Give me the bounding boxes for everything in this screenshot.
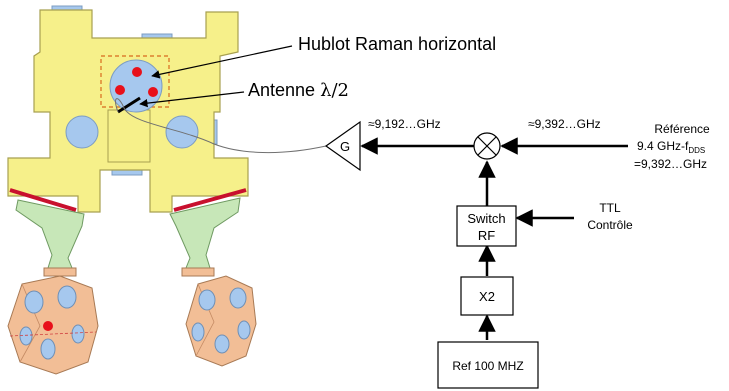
cell-right-window-1 [198,289,216,311]
cell-right-window-3 [191,322,205,342]
mixer-cross-b [477,136,497,156]
edge-right [173,188,247,212]
antenne-pointer [139,91,245,108]
red-dot-3 [148,87,158,97]
reference-line-3: =9,392…GHz [634,157,707,171]
reference-line-1: Référence [654,122,710,136]
red-dot-1 [132,67,142,77]
antenna-cable [115,98,327,154]
chamber-center-slot [107,109,151,163]
freq-out-label: ≈9,192…GHz [368,117,441,131]
cell-left-window-1 [24,290,44,314]
arm-right-neck [181,267,215,277]
cell-right-window-2 [229,287,247,309]
ref100-label: Ref 100 MHZ [452,359,523,373]
cell-left-window-2 [57,285,77,309]
antenna [117,96,141,114]
cell-left-window-3 [19,326,33,346]
ttl-label-1: TTL [599,201,621,215]
raman-window-highlight [100,55,170,108]
reference-line-2: 9.4 GHz-fDDS [637,139,705,155]
arm-right [169,197,241,269]
switch-rf-label-1: Switch [467,211,505,226]
reference-line-2-main: 9.4 GHz-f [637,139,689,153]
hublot-pointer [151,45,293,79]
switch-rf-label-2: RF [478,228,495,243]
doubler-label: X2 [479,289,495,304]
doubler-box [460,276,514,316]
switch-rf-box [456,205,517,247]
red-dot-2 [115,85,125,95]
rf-chain: G Switch RF X2 Ref 100 MHZ ≈9,192…GHz ≈9… [324,117,710,389]
amplifier-triangle-icon [324,120,361,172]
vacuum-chamber [7,5,249,213]
reference-line-2-sub: DDS [688,146,705,155]
amplifier-label: G [340,139,350,154]
arm-left-neck [43,267,77,277]
cell-left-beam [9,331,97,337]
cell-right-window-5 [214,334,230,354]
cell-left-window-5 [40,338,56,360]
antenne-lambda: λ/2 [320,80,349,101]
antenne-label: Antenne λ/2 [248,80,349,101]
hublot-label: Hublot Raman horizontal [298,34,496,54]
cell-left-window-4 [71,324,85,344]
ttl-label-2: Contrôle [587,218,633,232]
raman-window [109,59,163,113]
antenne-label-text: Antenne [248,80,320,100]
ref100-box [437,341,539,389]
edge-left [9,188,77,212]
mot-cell-left [7,275,99,375]
window-left [65,115,99,149]
freq-mix-label: ≈9,392…GHz [528,117,601,131]
cell-right-window-4 [237,320,251,340]
mot-arms [15,197,241,277]
mot-cell-right [185,275,257,367]
window-right [165,115,199,149]
cell-left-atoms [43,321,53,331]
